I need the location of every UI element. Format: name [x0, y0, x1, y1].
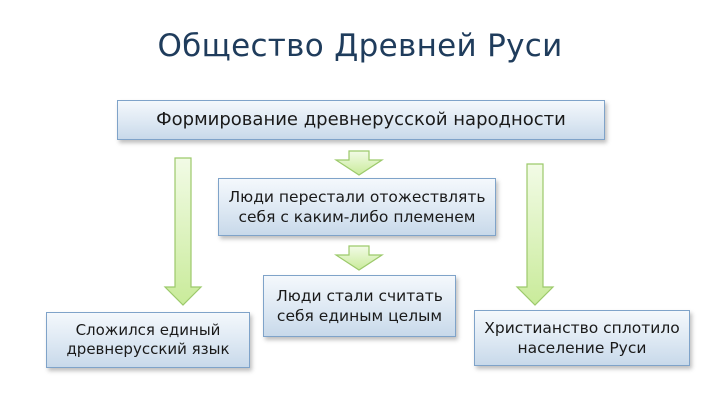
box-unity-line-1: Люди стали считать — [276, 287, 443, 305]
box-main-text: Формирование древнерусской народности — [156, 109, 566, 131]
arrow-people-to-unity — [333, 245, 385, 271]
box-christianity-united: Христианство сплотило население Руси — [474, 310, 690, 366]
box-language-line-1: Сложился единый — [75, 320, 221, 339]
box-people-line-2: себя с каким-либо племенем — [238, 208, 476, 226]
box-people-united: Люди стали считать себя единым целым — [263, 275, 456, 337]
box-people-line-1: Люди перестали отожествлять — [228, 187, 486, 206]
arrow-main-to-people — [333, 150, 385, 176]
box-christianity-line-1: Христианство сплотило — [484, 318, 680, 337]
box-people-stopped-tribal-identity: Люди перестали отожествлять себя с каким… — [218, 178, 496, 236]
arrow-to-christianity — [515, 163, 555, 306]
box-christianity-line-2: население Руси — [517, 339, 647, 357]
box-language-line-2: древнерусский язык — [66, 340, 230, 358]
arrow-to-language — [163, 157, 203, 306]
box-unity-line-2: себя единым целым — [276, 307, 443, 326]
box-common-language: Сложился единый древнерусский язык — [46, 312, 250, 368]
diagram-title: Общество Древней Руси — [157, 28, 563, 64]
box-formation-of-nationality: Формирование древнерусской народности — [117, 100, 605, 140]
